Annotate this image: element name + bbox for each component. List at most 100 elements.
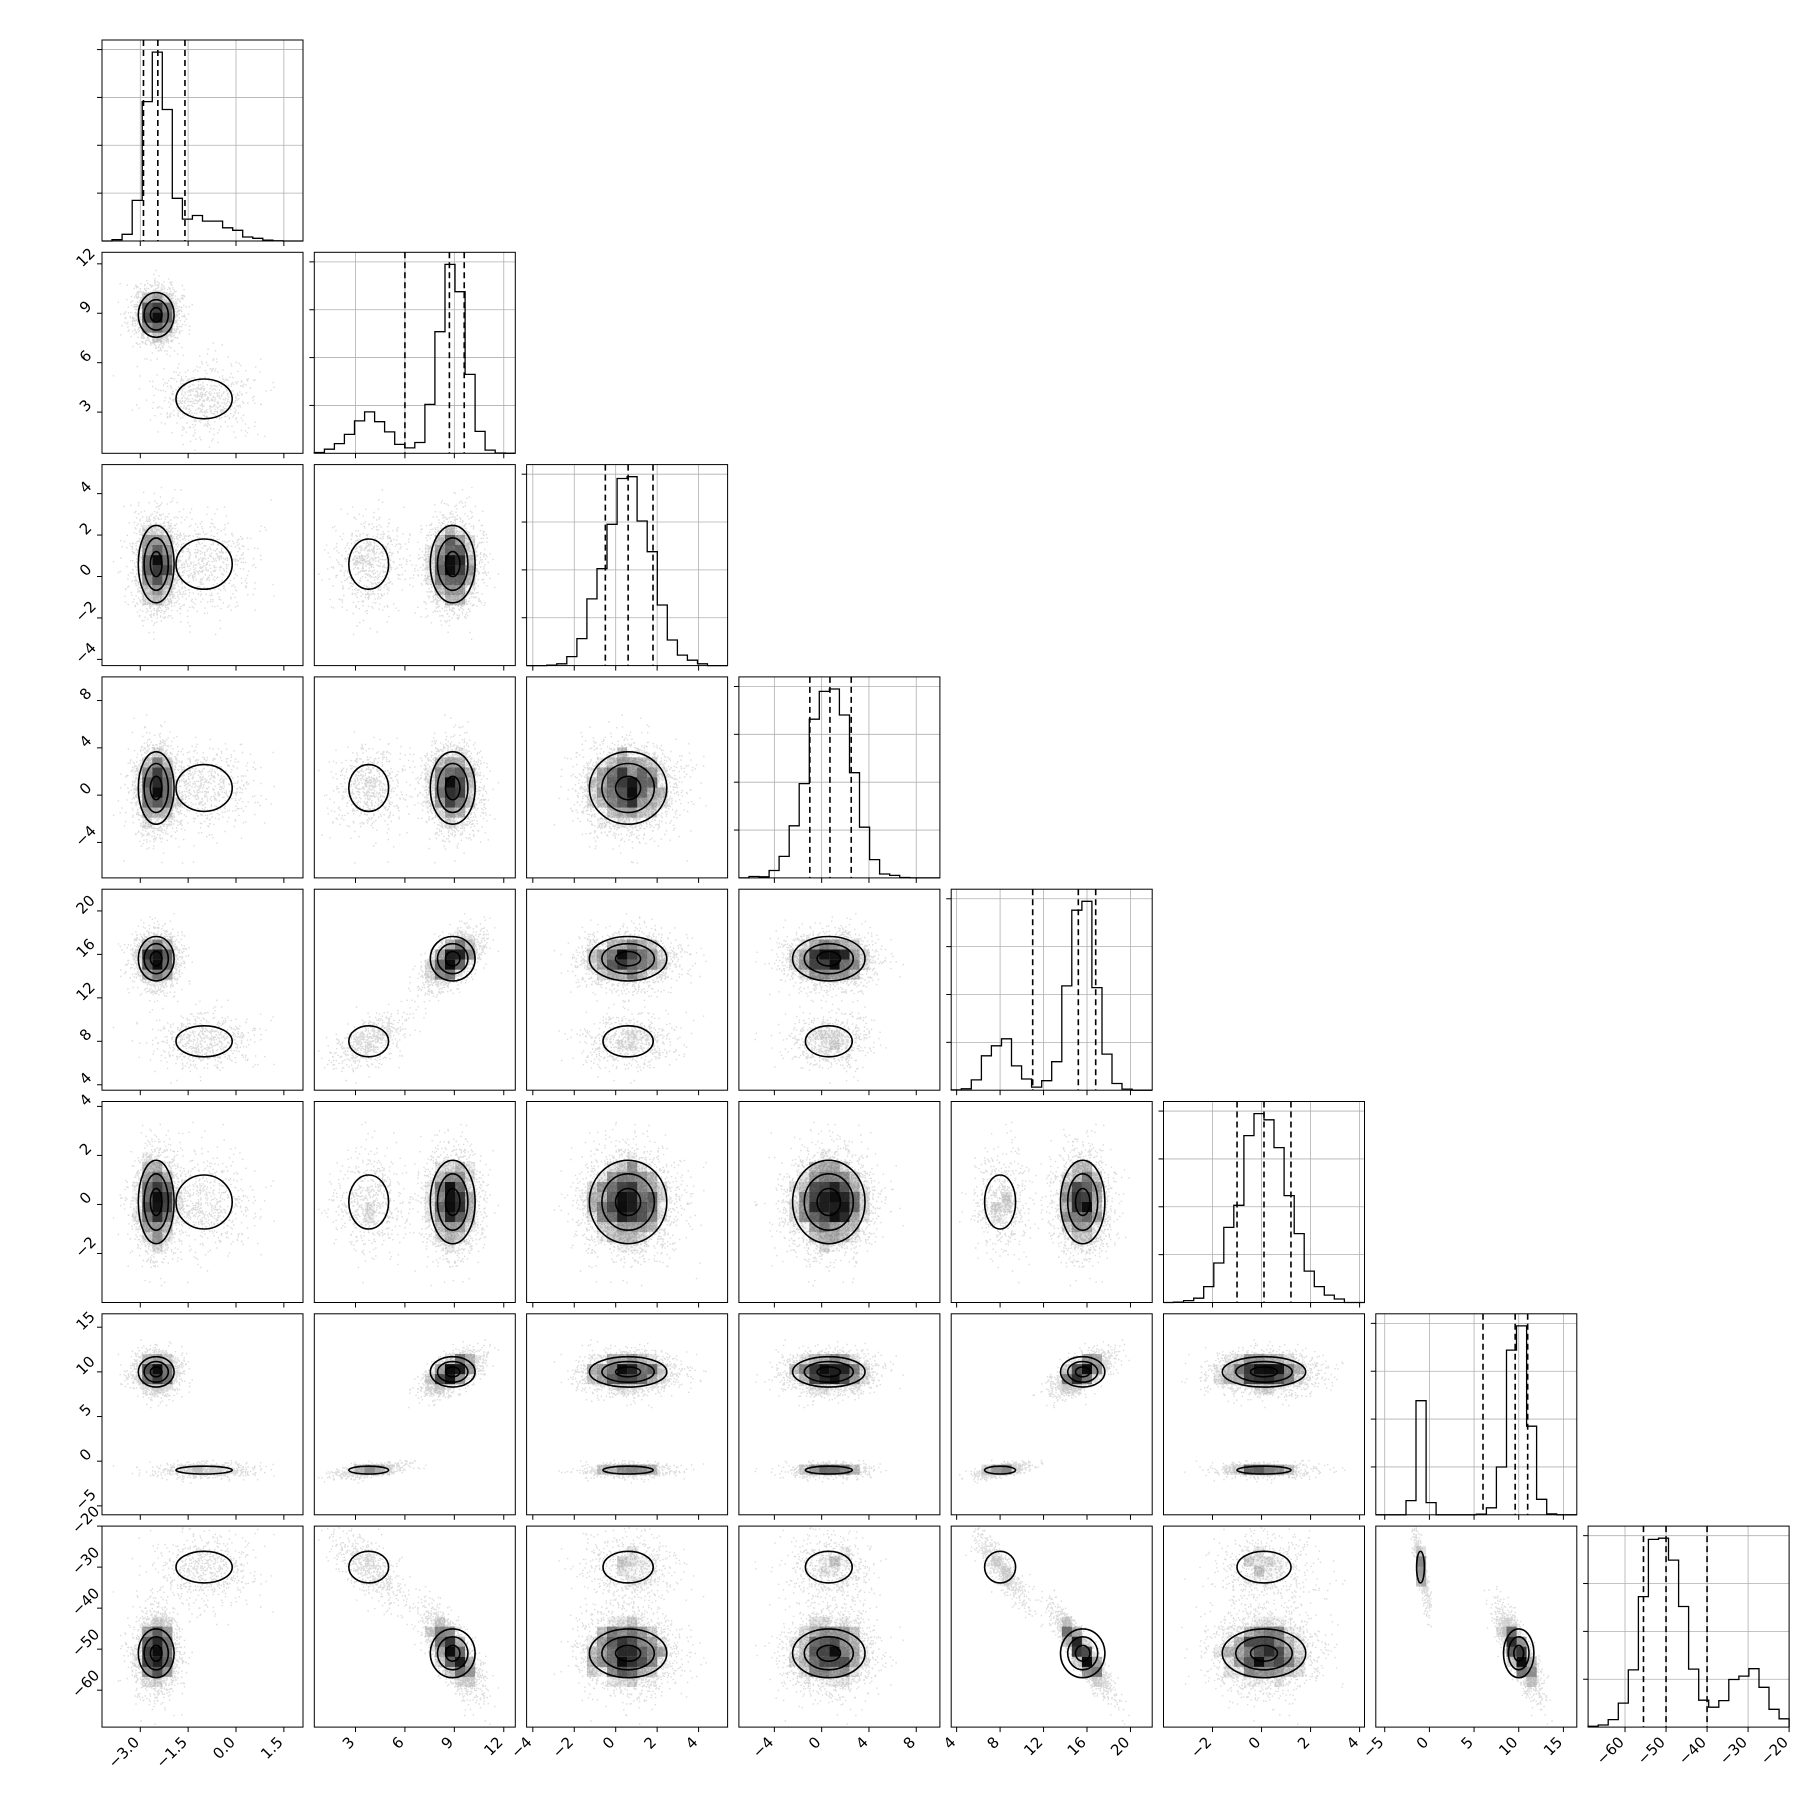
density-cell <box>607 777 618 788</box>
density-cell <box>142 1171 153 1182</box>
density-cell <box>849 1374 860 1385</box>
density-cell <box>647 1626 658 1637</box>
density-cell <box>1243 1364 1254 1375</box>
density-cell <box>617 1374 628 1385</box>
density-cell <box>1254 1354 1265 1365</box>
density-cell <box>445 595 456 606</box>
density-cell <box>627 1364 638 1375</box>
density-cell <box>637 1364 648 1375</box>
density-cell <box>455 524 466 535</box>
density-cell <box>839 1202 850 1213</box>
density-cell <box>829 1617 839 1627</box>
density-cell <box>799 1374 810 1385</box>
density-cell <box>434 1636 445 1647</box>
density-cell <box>839 1181 850 1192</box>
x-tick-label: −20 <box>1757 1733 1792 1768</box>
density-cell <box>1071 1192 1082 1203</box>
density-cell <box>1001 1464 1012 1475</box>
density-cell <box>657 1646 668 1657</box>
scatter-points <box>112 269 275 451</box>
density-cell <box>849 939 860 950</box>
density-cell <box>637 1171 648 1182</box>
density-cell <box>434 1171 445 1182</box>
contour-line <box>175 378 234 420</box>
density-cell <box>617 1242 628 1253</box>
contour-line <box>1074 1644 1091 1663</box>
contour-line <box>1236 1550 1292 1584</box>
density-cell <box>152 1646 163 1657</box>
density-cell <box>142 1666 153 1677</box>
density-cell <box>465 575 476 586</box>
density-cell <box>445 524 456 535</box>
density-cell <box>152 1232 163 1243</box>
density-cell <box>617 1354 628 1365</box>
density-cell <box>132 1646 143 1657</box>
scatter-points <box>112 913 275 1084</box>
density-cell <box>365 545 375 555</box>
density-cell <box>637 1029 648 1040</box>
density-cell <box>849 1626 860 1637</box>
density-cell <box>809 1636 820 1647</box>
density-cell <box>607 1181 618 1192</box>
density-cell <box>839 1656 850 1667</box>
density-cell <box>355 1030 365 1040</box>
density-cell <box>365 1040 375 1050</box>
contour-line <box>602 1465 655 1475</box>
density-cell <box>799 1626 810 1637</box>
density-cell <box>597 797 608 808</box>
density-cell <box>465 787 476 798</box>
density-cell <box>849 1222 860 1233</box>
density-cell <box>434 565 445 576</box>
density-cell <box>1001 1192 1012 1203</box>
density-cell <box>445 1666 456 1677</box>
density-cell <box>617 1566 628 1577</box>
density-cell <box>152 524 163 535</box>
contour-line <box>429 1628 476 1679</box>
density-cell <box>182 1464 193 1475</box>
density-cell <box>1516 1656 1527 1667</box>
density-cell <box>627 1202 638 1213</box>
density-cell <box>647 1222 658 1233</box>
y-tick-label: −50 <box>68 1625 103 1660</box>
density-cell <box>637 1232 648 1243</box>
density-cell <box>1081 1636 1092 1647</box>
density-cell <box>424 797 435 808</box>
density-cell <box>627 1212 638 1223</box>
density-cell <box>849 1646 860 1657</box>
density-cell <box>445 787 456 798</box>
density-cell <box>455 777 466 788</box>
scatter-points <box>1181 1527 1346 1725</box>
density-cell <box>839 1232 850 1243</box>
density-cell <box>657 1212 668 1223</box>
x-tick-label: 4 <box>852 1733 871 1752</box>
panel-frame <box>1163 1525 1365 1728</box>
density-cell <box>647 949 658 960</box>
density-cell <box>637 1626 648 1637</box>
density-cell <box>617 1232 628 1243</box>
scatter-cloud <box>754 913 904 1084</box>
density-cell <box>829 1364 840 1375</box>
density-cell <box>637 1636 648 1647</box>
density-cell <box>434 1192 445 1203</box>
density-cell <box>829 1676 840 1687</box>
panel-frame <box>313 464 516 667</box>
density-cell <box>152 1616 163 1627</box>
density-cell <box>152 797 163 808</box>
density-cell <box>627 1171 638 1182</box>
panel-5-3 <box>738 1101 941 1308</box>
density-cell <box>849 1171 860 1182</box>
density-cell <box>637 939 648 950</box>
scatter-points <box>553 1527 707 1725</box>
density-cell <box>1081 1354 1092 1365</box>
density-cell <box>819 1050 829 1060</box>
contour-line <box>803 1173 855 1232</box>
density-cell <box>809 949 820 960</box>
density-cell <box>1294 1364 1305 1375</box>
density-cell <box>819 969 830 980</box>
contour-line <box>143 942 170 975</box>
density-cell <box>627 1040 638 1051</box>
panel-frame <box>950 888 1153 1091</box>
contour-line <box>588 935 668 982</box>
